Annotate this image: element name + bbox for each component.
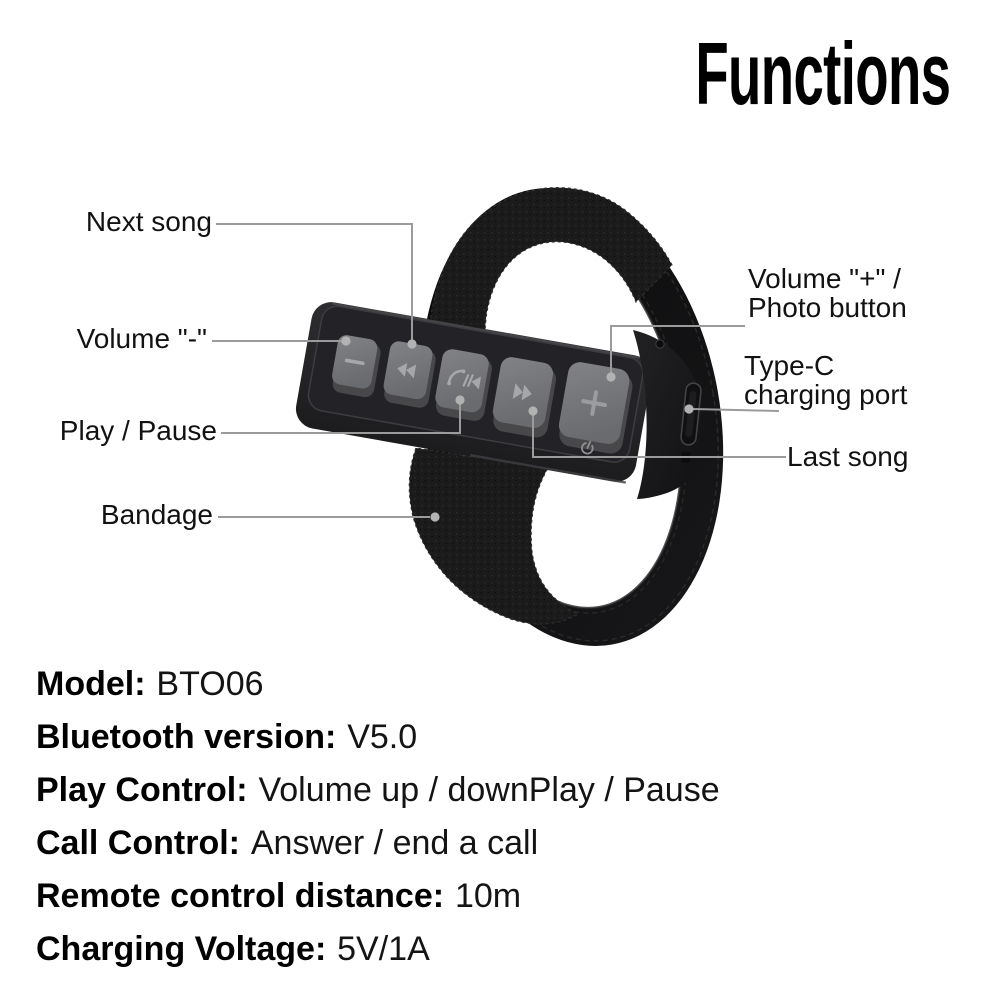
spec-value: 5V/1A	[337, 930, 430, 968]
callout-label-text: Type-C	[744, 350, 835, 381]
callout-label-volume-plus-photo: Volume "+" / Photo button	[748, 264, 907, 322]
callout-dot-next-song	[407, 339, 417, 349]
remote-body	[295, 302, 652, 484]
callout-dot-play-pause	[455, 395, 465, 405]
callout-label-play-pause: Play / Pause	[60, 416, 217, 445]
callout-label-next-song: Next song	[86, 207, 212, 236]
spec-value: V5.0	[347, 718, 418, 756]
callout-label-bandage: Bandage	[101, 500, 213, 529]
body-top-highlight	[332, 302, 640, 359]
callout-line-volume-plus	[610, 325, 745, 373]
plus-icon	[581, 390, 608, 416]
spec-row-distance: Remote control distance:10m	[36, 870, 720, 923]
callout-label-text: Volume "-"	[76, 323, 207, 354]
spec-row-call-control: Call Control: Answer / end a call	[36, 817, 720, 870]
callout-label-text: Photo button	[748, 292, 907, 323]
callout-label-text: Volume "+" /	[748, 263, 901, 294]
callout-label-text: charging port	[744, 379, 908, 410]
spec-row-model: Model: BTO06	[36, 658, 720, 711]
phone-play-icon	[447, 369, 482, 390]
callout-dot-bandage	[430, 512, 440, 522]
callout-dot-volume-plus	[606, 372, 616, 382]
spec-label: Call Control:	[36, 824, 240, 862]
armband-top-strap	[427, 187, 673, 343]
power-icon	[581, 440, 594, 455]
callout-dot-volume-minus	[341, 336, 351, 346]
spec-value: BTO06	[156, 665, 264, 703]
callout-line-last-song	[532, 415, 786, 458]
callout-line-next-song	[216, 223, 413, 340]
volume-minus-button	[332, 335, 381, 398]
spec-value: Answer / end a call	[250, 824, 539, 862]
armband-bottom-strap	[408, 447, 580, 625]
spec-label: Play Control:	[36, 771, 248, 809]
fast-forward-icon	[512, 383, 532, 401]
spec-label: Charging Voltage:	[36, 930, 327, 968]
body-bottom-bevel	[470, 453, 627, 484]
next-track-button	[492, 357, 557, 438]
callout-label-text: Play / Pause	[59, 415, 217, 446]
spec-value: Volume up / downPlay / Pause	[258, 771, 720, 809]
spec-row-voltage: Charging Voltage: 5V/1A	[36, 923, 720, 976]
spec-row-play-control: Play Control: Volume up / downPlay / Paus…	[36, 764, 720, 817]
play-pause-call-button	[435, 349, 492, 421]
callout-label-type-c: Type-C charging port	[744, 351, 907, 409]
spec-label: Model:	[36, 665, 146, 703]
page-title: Functions	[694, 24, 951, 123]
callout-label-text: Next song	[85, 206, 212, 237]
volume-plus-button	[558, 362, 633, 454]
callout-line-play-pause	[221, 404, 461, 434]
spec-row-bluetooth: Bluetooth version: V5.0	[36, 711, 720, 764]
spec-label: Bluetooth version:	[36, 718, 337, 756]
spec-label: Remote control distance:	[36, 877, 445, 915]
screw	[655, 339, 665, 349]
spec-value: 10m	[454, 877, 522, 915]
spec-list: Model: BTO06 Bluetooth version: V5.0 Play …	[36, 658, 720, 976]
callout-dot-last-song	[528, 406, 538, 416]
rewind-icon	[397, 362, 417, 379]
previous-track-button	[383, 341, 436, 408]
callout-label-last-song: Last song	[787, 442, 908, 471]
callout-label-text: Bandage	[100, 499, 213, 530]
callout-dot-type-c	[684, 404, 694, 414]
callout-label-text: Last song	[787, 441, 909, 472]
minus-icon	[344, 358, 365, 366]
callout-line-type-c	[692, 408, 780, 412]
type-c-port	[680, 382, 702, 463]
callout-label-volume-minus: Volume "-"	[77, 324, 207, 353]
